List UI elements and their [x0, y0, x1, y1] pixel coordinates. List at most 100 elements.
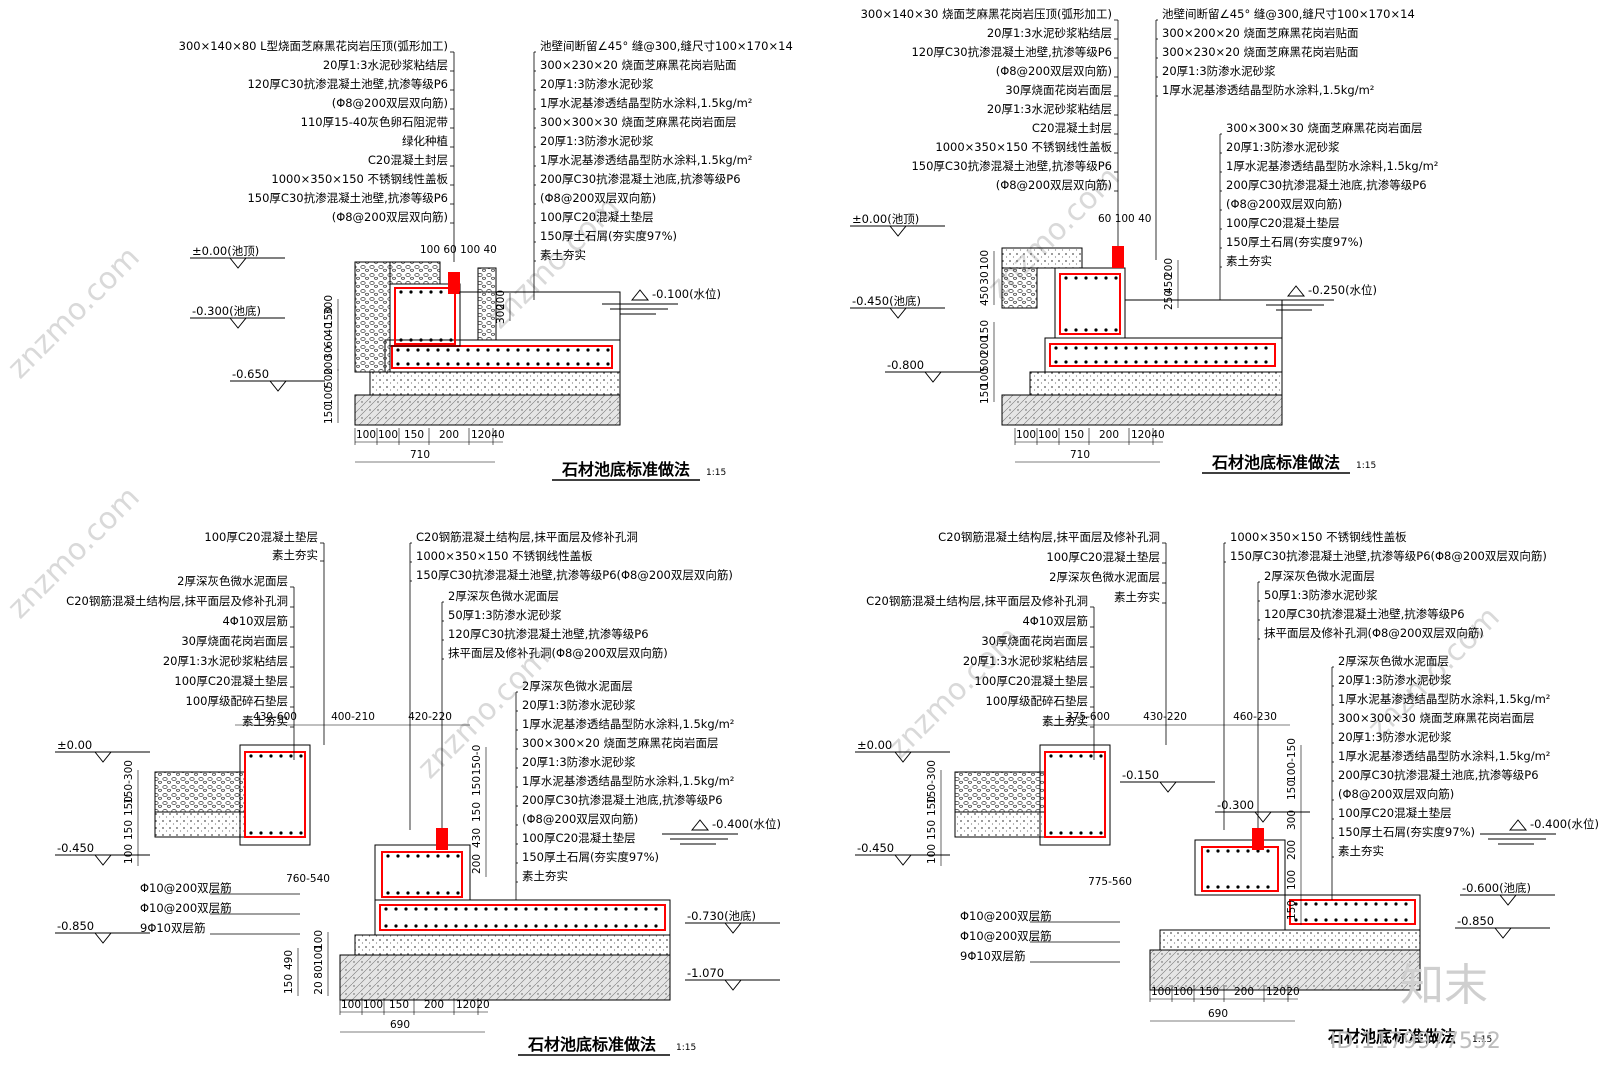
annotation-label: 4Φ10双层筋 — [1022, 614, 1088, 628]
rebar-dot — [574, 924, 578, 928]
annotation-label: 20厚1:3水泥砂浆粘结层 — [323, 58, 448, 72]
rebar-dot — [426, 348, 430, 352]
rebar-dot — [1266, 849, 1270, 853]
bottom-dimension: 40 — [491, 429, 504, 441]
rebar-dot — [1204, 346, 1208, 350]
annotation-label: 2厚深灰色微水泥面层 — [1338, 654, 1449, 668]
rebar-dot — [1084, 346, 1088, 350]
bottom-dimension: 100 — [363, 999, 383, 1011]
level-triangle — [1498, 894, 1518, 906]
vertical-dimension: 430 — [471, 828, 483, 848]
rebar-dot — [594, 924, 598, 928]
annotation-label: 150厚C30抗渗混凝土池壁,抗渗等级P6(Φ8@200双层双向筋) — [416, 568, 733, 582]
vertical-dimension: 80 — [313, 965, 325, 978]
vertical-dimension: 300 — [495, 304, 507, 324]
level-label: ±0.00(池顶) — [192, 244, 259, 258]
detail-scale: 1:15 — [1356, 461, 1376, 471]
rebar-dot — [446, 348, 450, 352]
bottom-dimension: 100 — [1173, 986, 1193, 998]
annotation-label: 300×200×20 烧面芝麻黑花岗岩贴面 — [1162, 26, 1358, 40]
annotation-label: C20混凝土封层 — [1032, 121, 1112, 135]
water-level-label: -0.250(水位) — [1308, 283, 1377, 297]
rebar-dot — [416, 362, 420, 366]
left-base — [154, 811, 246, 838]
rebar-dot — [1226, 885, 1230, 889]
rebar-dot — [414, 924, 418, 928]
rebar-dot — [1079, 754, 1083, 758]
rebar-dot — [1084, 276, 1088, 280]
rebar-dot — [564, 924, 568, 928]
annotation-label: 100厚C20混凝土垫层 — [522, 831, 636, 845]
rebar-dot — [1074, 328, 1078, 332]
rebar-dot — [1064, 328, 1068, 332]
rebar-dot — [584, 907, 588, 911]
annotation-label: 50厚1:3防渗水泥砂浆 — [448, 608, 562, 622]
annotation-label: 200厚C30抗渗混凝土池底,抗渗等级P6 — [522, 793, 723, 807]
rebar-label: Φ10@200双层筋 — [140, 901, 232, 915]
level-label: -0.450(池底) — [852, 294, 921, 308]
level-marker: -0.800 — [885, 358, 980, 383]
rebar-dot — [1266, 885, 1270, 889]
rebar-dot — [526, 348, 530, 352]
rebar-dot — [584, 924, 588, 928]
annotation-label: 30厚烧面花岗岩面层 — [181, 634, 288, 648]
vertical-dimension: 150-300 — [123, 760, 135, 804]
vertical-dimension: 150 — [123, 820, 135, 840]
rebar-dot — [429, 338, 433, 342]
rebar-dot — [1104, 360, 1108, 364]
rebar-dot — [606, 362, 610, 366]
annotation-label: 2厚深灰色微水泥面层 — [448, 589, 559, 603]
vertical-dimension: 200 — [323, 355, 335, 375]
total-dimension: 710 — [410, 449, 430, 461]
rebar-dot — [1084, 328, 1088, 332]
rebar-dot — [506, 362, 510, 366]
rebar-dot — [1079, 831, 1083, 835]
rebar-dot — [524, 907, 528, 911]
left-gravel — [1001, 267, 1038, 309]
total-dimension: 690 — [390, 1019, 410, 1031]
rebar-dot — [514, 924, 518, 928]
rebar-dot — [1194, 360, 1198, 364]
rebar-dot — [466, 348, 470, 352]
level-marker: -0.600(池底) — [1460, 881, 1555, 906]
coping-red — [436, 828, 448, 850]
rebar-dot — [1334, 918, 1338, 922]
rebar-dot — [1144, 360, 1148, 364]
detail-4: C20钢筋混凝土结构层,抹平面层及修补孔洞100厚C20混凝土垫层2厚深灰色微水… — [855, 530, 1599, 1046]
rebar-dot — [1264, 346, 1268, 350]
vertical-dimension: 150 — [283, 974, 295, 994]
annotation-label: 150厚土石屑(夯实度97%) — [540, 229, 677, 243]
water-level-label: -0.400(水位) — [712, 817, 781, 831]
vertical-dimension: 100 — [313, 930, 325, 950]
level-marker: -0.450 — [855, 841, 950, 866]
annotation-label: 120厚C30抗渗混凝土池壁,抗渗等级P6 — [911, 45, 1112, 59]
rebar-dot — [406, 891, 410, 895]
annotation-label: 120厚C30抗渗混凝土池壁,抗渗等级P6 — [1264, 607, 1465, 621]
rebar-dot — [486, 348, 490, 352]
vertical-dimension: 100 — [1286, 870, 1298, 890]
annotation-label: 100厚级配碎石垫层 — [986, 694, 1088, 708]
vertical-dimension: 100 — [123, 844, 135, 864]
rebar-dot — [654, 924, 658, 928]
rebar-dot — [394, 907, 398, 911]
rebar-cage — [244, 751, 306, 838]
rebar-dot — [504, 924, 508, 928]
rebar-dot — [556, 362, 560, 366]
annotation-label: 120厚C30抗渗混凝土池壁,抗渗等级P6 — [247, 77, 448, 91]
annotation-label: C20钢筋混凝土结构层,抹平面层及修补孔洞 — [416, 530, 638, 544]
top-dimension: 420-220 — [408, 711, 452, 723]
rebar-dot — [456, 362, 460, 366]
annotation-label: 1厚水泥基渗透结晶型防水涂料,1.5kg/m² — [522, 717, 734, 731]
rebar-dot — [1224, 360, 1228, 364]
vertical-dimension: 200 — [1286, 840, 1298, 860]
level-marker: -0.150 — [1120, 768, 1215, 793]
annotation-label: 4Φ10双层筋 — [222, 614, 288, 628]
rebar-dot — [1214, 360, 1218, 364]
rebar-label: 9Φ10双层筋 — [960, 949, 1026, 963]
watermark-brand: 知末 — [1400, 960, 1488, 1011]
rebar-dot — [574, 907, 578, 911]
annotation-label: 150厚C30抗渗混凝土池壁,抗渗等级P6 — [911, 159, 1112, 173]
rebar-dot — [1059, 831, 1063, 835]
top-dimension: 430-220 — [1143, 711, 1187, 723]
